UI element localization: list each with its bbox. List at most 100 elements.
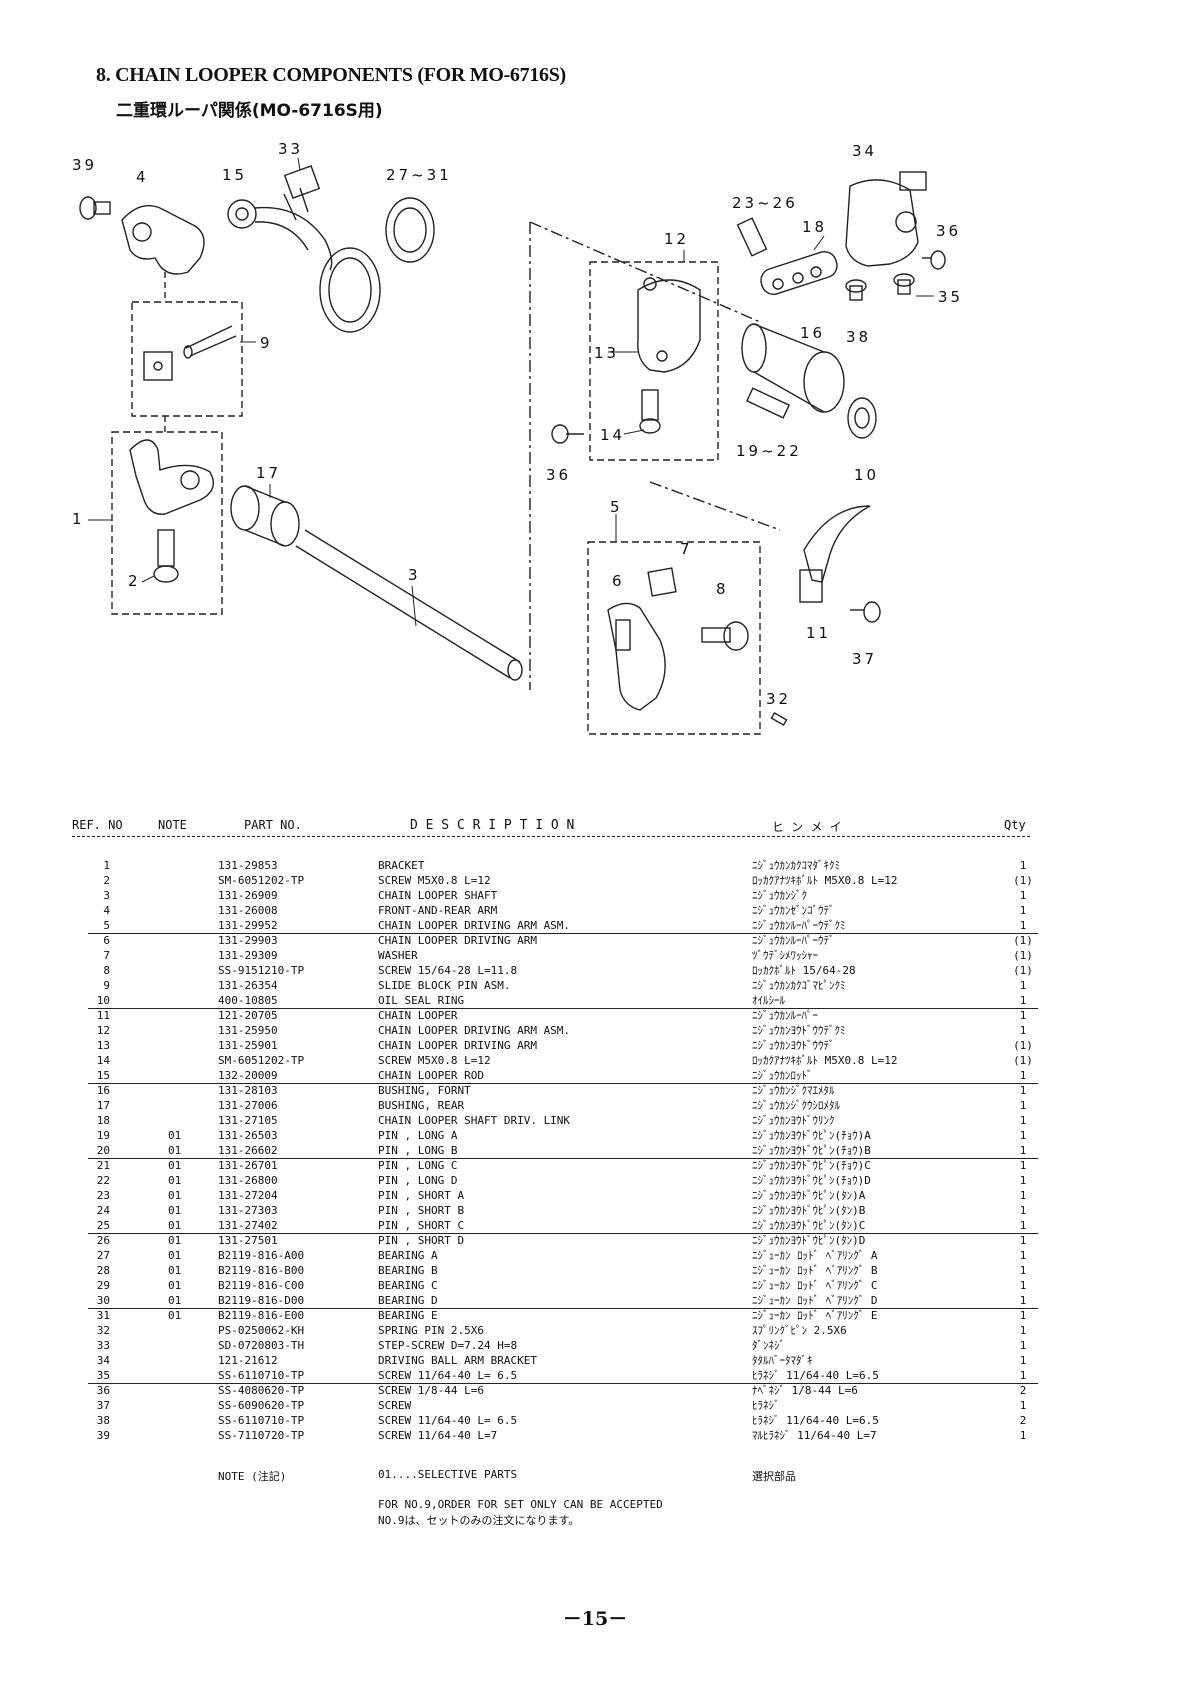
qty-cell: (1) [1013,1039,1033,1052]
description-cell: SCREW 11/64-40 L= 6.5 [378,1414,518,1427]
callout-15: 15 [222,166,247,184]
qty-cell: 1 [1019,1279,1027,1292]
qty-cell: 2 [1019,1384,1027,1397]
qty-cell: 1 [1019,1099,1027,1112]
note-cell: 01 [168,1144,182,1157]
kana-name-cell: ｵｲﾙｼｰﾙ [752,994,785,1007]
note-selective-jp: 選択部品 [752,1470,796,1483]
description-cell: BEARING C [378,1279,438,1292]
ref-cell: 24 [96,1204,110,1217]
description-cell: SCREW M5X0.8 L=12 [378,1054,491,1067]
ref-cell: 4 [103,904,110,917]
qty-cell: 1 [1019,1174,1027,1187]
kana-name-cell: ﾆｼﾞｭｳｶﾝﾖｳﾄﾞｳﾋﾟﾝ(ﾀﾝ)D [752,1234,866,1247]
description-cell: CHAIN LOOPER SHAFT DRIV. LINK [378,1114,571,1127]
qty-cell: 1 [1019,1429,1027,1442]
note-cell: 01 [168,1189,182,1202]
kana-name-cell: ﾆｼﾞｭｳｶﾝﾙｰﾊﾟｰｳﾃﾞ [752,934,835,947]
description-cell: DRIVING BALL ARM BRACKET [378,1354,537,1367]
description-cell: SCREW 11/64-40 L=7 [378,1429,498,1442]
description-cell: SCREW 15/64-28 L=11.8 [378,964,518,977]
kana-name-cell: ﾆｼﾞｭｳｶﾝﾖｳﾄﾞｳﾋﾟﾝ(ﾀﾝ)B [752,1204,866,1217]
page-title: 8. CHAIN LOOPER COMPONENTS (FOR MO-6716S… [96,64,566,86]
ref-cell: 30 [96,1294,110,1307]
part-number-cell: 131-27204 [218,1189,278,1202]
qty-cell: 1 [1019,1144,1027,1157]
qty-cell: 1 [1019,1069,1027,1082]
kana-name-cell: ﾆｼﾞｭｳｶﾝﾖｳﾄﾞｳﾋﾟﾝ(ﾁｮｳ)C [752,1159,871,1172]
qty-cell: 1 [1019,1204,1027,1217]
callout-12: 12 [664,230,689,248]
kana-name-cell: ﾆｼﾞｭｳｶﾝﾖｳﾄﾞｳｳﾃﾞｸﾐ [752,1024,846,1037]
part-number-cell: B2119-816-D00 [218,1294,305,1307]
ref-cell: 36 [96,1384,110,1397]
description-cell: CHAIN LOOPER DRIVING ARM [378,1039,537,1052]
part-number-cell: 131-26909 [218,889,278,902]
ref-cell: 39 [96,1429,110,1442]
description-cell: BEARING A [378,1249,438,1262]
qty-cell: (1) [1013,1054,1033,1067]
qty-cell: 1 [1019,979,1027,992]
description-cell: SCREW M5X0.8 L=12 [378,874,491,887]
ref-cell: 31 [96,1309,110,1322]
kana-name-cell: ﾀﾀﾙﾊﾞｰﾀﾏﾀﾞｷ [752,1354,813,1367]
description-cell: CHAIN LOOPER SHAFT [378,889,498,902]
description-cell: BUSHING, REAR [378,1099,465,1112]
ref-cell: 21 [96,1159,110,1172]
ref-cell: 26 [96,1234,110,1247]
kana-name-cell: ﾆｼﾞｭｳｶﾝﾖｳﾄﾞｳﾋﾟﾝ(ﾁｮｳ)B [752,1144,871,1157]
note-cell: 01 [168,1294,182,1307]
kana-name-cell: ﾂﾞｳﾃﾞｼﾒﾜｯｼｬｰ [752,949,818,962]
part-number-cell: 131-28103 [218,1084,278,1097]
page-number: －15－ [562,1608,628,1630]
part-number-cell: 131-26503 [218,1129,278,1142]
description-cell: PIN , SHORT C [378,1219,465,1232]
ref-cell: 29 [96,1279,110,1292]
part-number-cell: 131-27006 [218,1099,278,1112]
ref-cell: 10 [96,994,110,1007]
description-cell: CHAIN LOOPER DRIVING ARM ASM. [378,919,571,932]
part-number-cell: SM-6051202-TP [218,1054,305,1067]
callout-34: 34 [852,142,877,160]
note-cell: 01 [168,1129,182,1142]
kana-name-cell: ﾀﾞﾝﾈｼﾞ [752,1339,785,1352]
ref-cell: 22 [96,1174,110,1187]
note-selective: 01....SELECTIVE PARTS [378,1468,518,1481]
kana-name-cell: ﾛｯｶｸｱﾅﾂｷﾎﾞﾙﾄ M5X0.8 L=12 [752,874,898,887]
qty-cell: 1 [1019,1084,1027,1097]
description-cell: BEARING B [378,1264,438,1277]
callout-36-left: 36 [546,466,571,484]
description-cell: FRONT-AND-REAR ARM [378,904,498,917]
description-cell: BUSHING, FORNT [378,1084,471,1097]
qty-cell: 1 [1019,1369,1027,1382]
callout-11: 11 [806,624,831,642]
ref-cell: 3 [103,889,110,902]
part-number-cell: 131-29903 [218,934,278,947]
qty-cell: 1 [1019,1129,1027,1142]
qty-cell: (1) [1013,964,1033,977]
description-cell: CHAIN LOOPER DRIVING ARM [378,934,537,947]
qty-cell: 1 [1019,919,1027,932]
qty-cell: 1 [1019,1324,1027,1337]
description-cell: PIN , SHORT A [378,1189,465,1202]
kana-name-cell: ﾆｼﾞｭｰｶﾝ ﾛｯﾄﾞ ﾍﾞｱﾘﾝｸﾞ B [752,1264,878,1277]
kana-name-cell: ﾆｼﾞｭｳｶﾝﾙｰﾊﾟｰｳﾃﾞｸﾐ [752,919,846,932]
ref-cell: 2 [103,874,110,887]
qty-cell: (1) [1013,874,1033,887]
ref-cell: 34 [96,1354,110,1367]
callout-27-31: 27~31 [386,166,452,184]
note-cell: 01 [168,1309,182,1322]
part-number-cell: PS-0250062-KH [218,1324,305,1337]
kana-name-cell: ﾆｼﾞｭｳｶﾝﾖｳﾄﾞｳﾋﾟﾝ(ﾀﾝ)A [752,1189,866,1202]
